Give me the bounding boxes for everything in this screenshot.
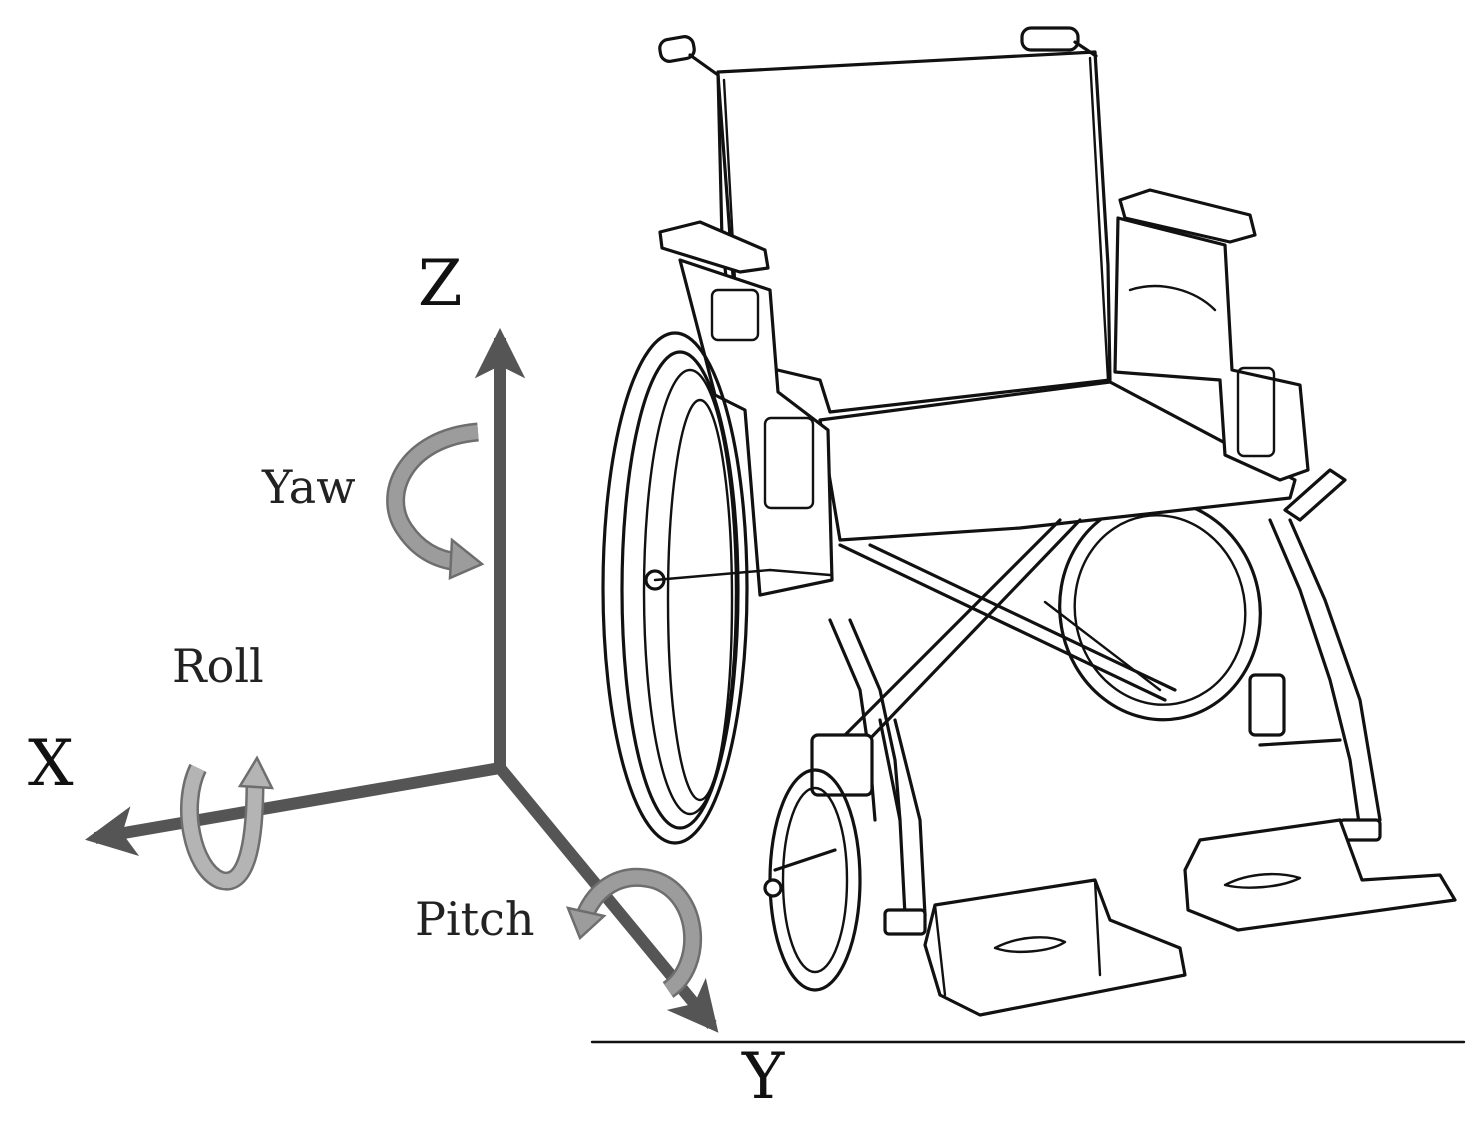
yaw-label: Yaw: [261, 460, 356, 514]
roll-label: Roll: [172, 639, 264, 693]
wheelchair-icon: [590, 26, 1466, 1044]
pitch-arrow-icon: [565, 867, 703, 998]
x-axis-arrow: [85, 762, 502, 856]
roll-arrow-icon: [179, 755, 275, 891]
z-axis-label: Z: [418, 247, 462, 321]
y-axis-label: Y: [741, 1040, 785, 1114]
yaw-arrow-icon: [386, 422, 485, 580]
x-axis-label: X: [28, 727, 74, 801]
pitch-label: Pitch: [415, 892, 535, 946]
